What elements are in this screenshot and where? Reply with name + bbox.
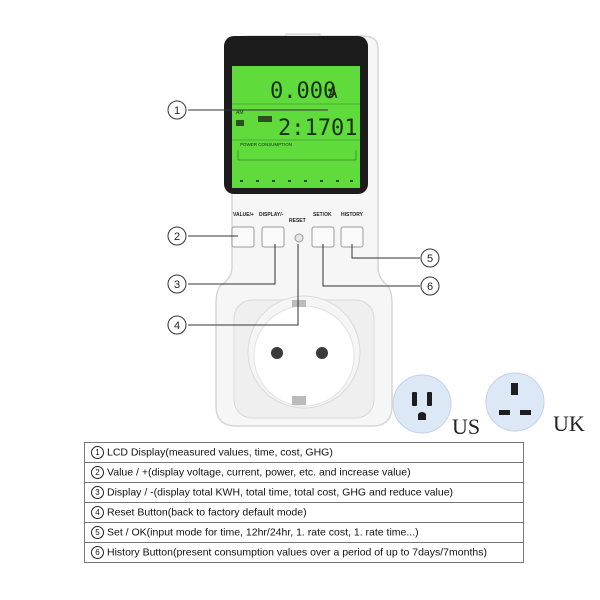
legend-number: 4 xyxy=(91,506,104,519)
lcd-am-label: AM xyxy=(236,110,244,116)
legend-text: Value / +(display voltage, current, powe… xyxy=(107,466,411,479)
svg-text:4: 4 xyxy=(174,320,180,332)
callout-1: 1 xyxy=(167,100,187,120)
legend-number: 2 xyxy=(91,466,104,479)
lcd-bar-graph xyxy=(237,150,357,161)
legend-text: Display / -(display total KWH, total tim… xyxy=(107,486,454,499)
callout-2: 2 xyxy=(167,226,187,246)
reset-button-label: RESET xyxy=(289,218,306,224)
display-button[interactable] xyxy=(261,226,285,248)
callout-5: 5 xyxy=(420,248,440,268)
lcd-time-value: 2:1701 xyxy=(278,116,357,141)
socket-left-hole xyxy=(271,347,283,359)
svg-text:5: 5 xyxy=(427,253,433,265)
callout-4: 4 xyxy=(167,315,187,335)
legend-number: 3 xyxy=(91,486,104,499)
meter-diagram: 0.000 A AM 2:1701 POWER CONSUMPTION VALU… xyxy=(167,33,585,439)
svg-text:1: 1 xyxy=(174,105,180,117)
reset-button[interactable] xyxy=(294,233,304,243)
schuko-socket xyxy=(233,295,375,419)
uk-plug-adapter xyxy=(485,372,545,432)
legend-number: 6 xyxy=(91,546,104,559)
legend-text: History Button(present consumption value… xyxy=(107,546,487,559)
svg-text:6: 6 xyxy=(427,281,433,293)
lcd-current-value: 0.000 xyxy=(270,79,336,104)
lcd-current-unit: A xyxy=(328,83,338,102)
legend-text: Set / OK(input mode for time, 12hr/24hr,… xyxy=(107,526,419,539)
uk-plug-label: UK xyxy=(553,411,585,436)
callout-3: 3 xyxy=(167,274,187,294)
callout-lines xyxy=(188,109,420,326)
legend-number: 5 xyxy=(91,526,104,539)
history-button-label: HISTORY xyxy=(341,212,364,218)
svg-text:3: 3 xyxy=(174,279,180,291)
set-button-label: SET/OK xyxy=(313,212,332,218)
lcd-display: 0.000 A AM 2:1701 POWER CONSUMPTION xyxy=(224,36,368,194)
legend-number: 1 xyxy=(91,446,104,459)
legend-text: LCD Display(measured values, time, cost,… xyxy=(107,446,333,459)
svg-text:2: 2 xyxy=(174,231,180,243)
socket-right-hole xyxy=(316,347,328,359)
lcd-sub-label: POWER CONSUMPTION xyxy=(240,142,292,147)
value-button-label: VALUE/+ xyxy=(233,212,254,218)
us-plug-label: US xyxy=(452,414,480,439)
legend-text: Reset Button(back to factory default mod… xyxy=(107,506,307,519)
value-button[interactable] xyxy=(231,226,255,248)
display-button-label: DISPLAY/- xyxy=(259,212,284,218)
lcd-tick-row xyxy=(240,180,353,182)
callout-6: 6 xyxy=(420,276,440,296)
us-plug-adapter xyxy=(392,374,452,434)
